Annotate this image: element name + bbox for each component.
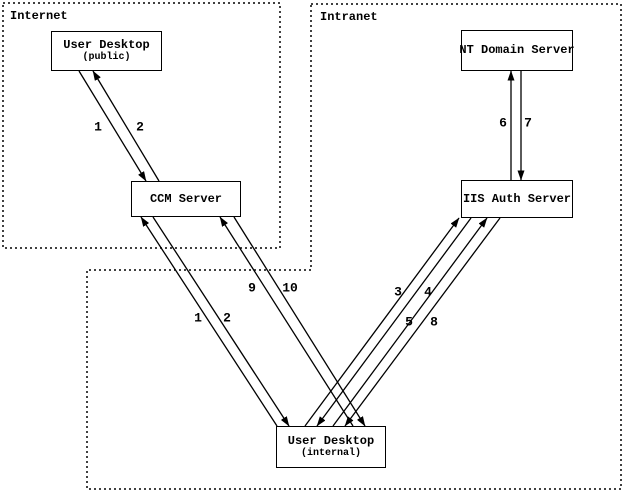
edge-label-1-internal: 1 <box>194 310 202 326</box>
edge-line-8 <box>344 217 501 427</box>
edge-label-2-internal: 2 <box>223 310 231 326</box>
edge-label-7: 7 <box>524 115 532 131</box>
node-label: NT Domain Server <box>459 43 575 57</box>
zone-border-intranet <box>86 3 622 490</box>
edge-label-2-public: 2 <box>136 119 144 135</box>
node-nt-domain-server: NT Domain Server <box>459 30 575 71</box>
edge-line-4 <box>316 217 472 427</box>
edge-line-10 <box>233 216 366 427</box>
node-ccm-server: CCM Server <box>131 181 241 217</box>
edge-line-9 <box>219 216 354 427</box>
node-label: User Desktop <box>287 434 375 448</box>
node-label: User Desktop <box>63 38 150 52</box>
edge-line-1-public <box>78 70 147 182</box>
edge-line-5 <box>332 217 488 427</box>
edge-line-3 <box>304 217 460 427</box>
edge-label-5: 5 <box>405 314 413 330</box>
edge-label-3: 3 <box>394 284 402 300</box>
zone-border-internet <box>2 2 281 249</box>
edge-line-1-internal <box>140 216 278 427</box>
node-sublabel: (public) <box>82 52 131 63</box>
zone-label-internet: Internet <box>10 9 68 23</box>
zone-label-intranet: Intranet <box>320 10 378 24</box>
edge-label-1-public: 1 <box>94 119 102 135</box>
node-sublabel: (internal) <box>300 448 361 459</box>
node-label: CCM Server <box>149 191 222 206</box>
edge-label-4: 4 <box>424 284 432 300</box>
edge-label-8: 8 <box>430 314 438 330</box>
edge-label-10: 10 <box>282 280 298 296</box>
edge-line-2-public <box>92 70 160 182</box>
node-user-desktop-internal: User Desktop (internal) <box>276 426 386 468</box>
node-user-desktop-public: User Desktop (public) <box>51 31 162 71</box>
edge-line-2-internal <box>152 216 290 427</box>
edge-label-9: 9 <box>248 280 256 296</box>
node-iis-auth-server: IIS Auth Server <box>461 180 573 218</box>
edge-label-6: 6 <box>499 115 507 131</box>
node-label: IIS Auth Server <box>462 191 572 206</box>
